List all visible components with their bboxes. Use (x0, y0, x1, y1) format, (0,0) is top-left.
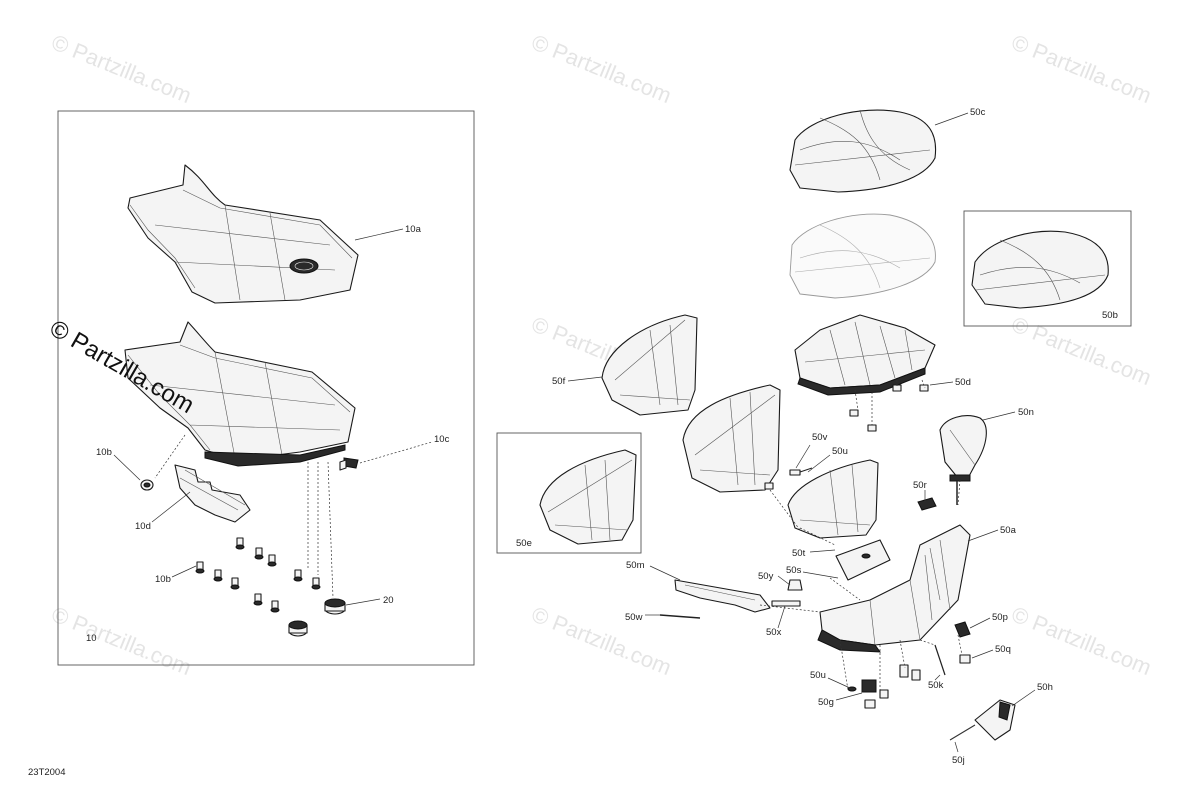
callout-50j: 50j (952, 755, 965, 766)
backrest-50e (539, 449, 637, 545)
callout-layer-right: 50c 50b 50d 50f 50e 50n 50v 50u 50r 50a … (516, 107, 1118, 766)
watermark: © Partzilla.com (48, 601, 195, 680)
logo-emblem (289, 258, 319, 274)
watermark: © Partzilla.com (48, 29, 195, 108)
callout-10b: 10b (96, 447, 112, 458)
group-box-10 (57, 110, 475, 666)
pad-10d (174, 464, 251, 523)
backrest-50f (601, 314, 698, 416)
seat-50b (971, 230, 1109, 309)
seat-10a (127, 164, 359, 304)
callout-50v: 50v (812, 432, 828, 443)
callout-50d: 50d (955, 377, 971, 388)
callout-10d: 10d (135, 521, 151, 532)
callout-50e: 50e (516, 538, 532, 549)
callout-50p: 50p (992, 612, 1008, 623)
callout-50h: 50h (1037, 682, 1053, 693)
bracket-50h (949, 699, 1016, 741)
screws-50d (849, 384, 929, 432)
rod-50w (659, 614, 701, 619)
callout-20: 20 (383, 595, 394, 606)
callout-50q: 50q (995, 644, 1011, 655)
fasteners-50p-q (954, 621, 971, 664)
callout-50s: 50s (786, 565, 802, 576)
seat-lower (124, 321, 356, 467)
knob-10b-top (140, 479, 154, 491)
diagram-code: 23T2004 (28, 767, 66, 778)
callout-50b: 50b (1102, 310, 1118, 321)
callout-10c: 10c (434, 434, 450, 445)
callout-50m: 50m (626, 560, 645, 571)
callout-50g: 50g (818, 697, 834, 708)
callout-50r: 50r (913, 480, 927, 491)
bracket-50r (917, 497, 937, 511)
pin-50x (771, 600, 801, 607)
backrest-middle (682, 384, 781, 493)
part-50y (787, 579, 803, 591)
watermark: © Partzilla.com (1008, 601, 1155, 680)
callout-50n: 50n (1018, 407, 1034, 418)
frame-50a (817, 524, 971, 653)
watermark: © Partzilla.com (1008, 29, 1155, 108)
callout-50u: 50u (832, 446, 848, 457)
headrest-50n (939, 415, 987, 505)
clip-10c (339, 457, 359, 471)
callout-50k: 50k (928, 680, 944, 691)
plate-50s (835, 539, 891, 581)
seat-ghost (789, 213, 936, 299)
callout-10b-lower: 10b (155, 574, 171, 585)
callout-50a: 50a (1000, 525, 1017, 536)
watermark: © Partzilla.com (528, 601, 675, 680)
group-box-50e (496, 432, 642, 554)
callout-layer-left: 10a 10b 10c 10d 10b 20 10 (86, 224, 450, 644)
fasteners-bottom (847, 644, 946, 709)
seat-50c (789, 109, 937, 193)
ring-20 (288, 598, 346, 637)
watermark: © Partzilla.com (528, 29, 675, 108)
watermark: © Partzilla.com (1008, 311, 1155, 390)
callout-50x: 50x (766, 627, 782, 638)
callout-10: 10 (86, 633, 97, 644)
callout-50f: 50f (552, 376, 566, 387)
bolts-50v (764, 467, 813, 490)
handle-50m (674, 579, 771, 613)
callout-50y: 50y (758, 571, 774, 582)
base-pan-50d (794, 314, 936, 396)
callout-10a: 10a (405, 224, 422, 235)
callout-50c: 50c (970, 107, 986, 118)
callout-50w: 50w (625, 612, 643, 623)
callout-50u-lower: 50u (810, 670, 826, 681)
group-box-50b (963, 210, 1132, 327)
backrest-bracket (787, 459, 879, 539)
callout-50t: 50t (792, 548, 806, 559)
grommet-set (195, 537, 321, 613)
